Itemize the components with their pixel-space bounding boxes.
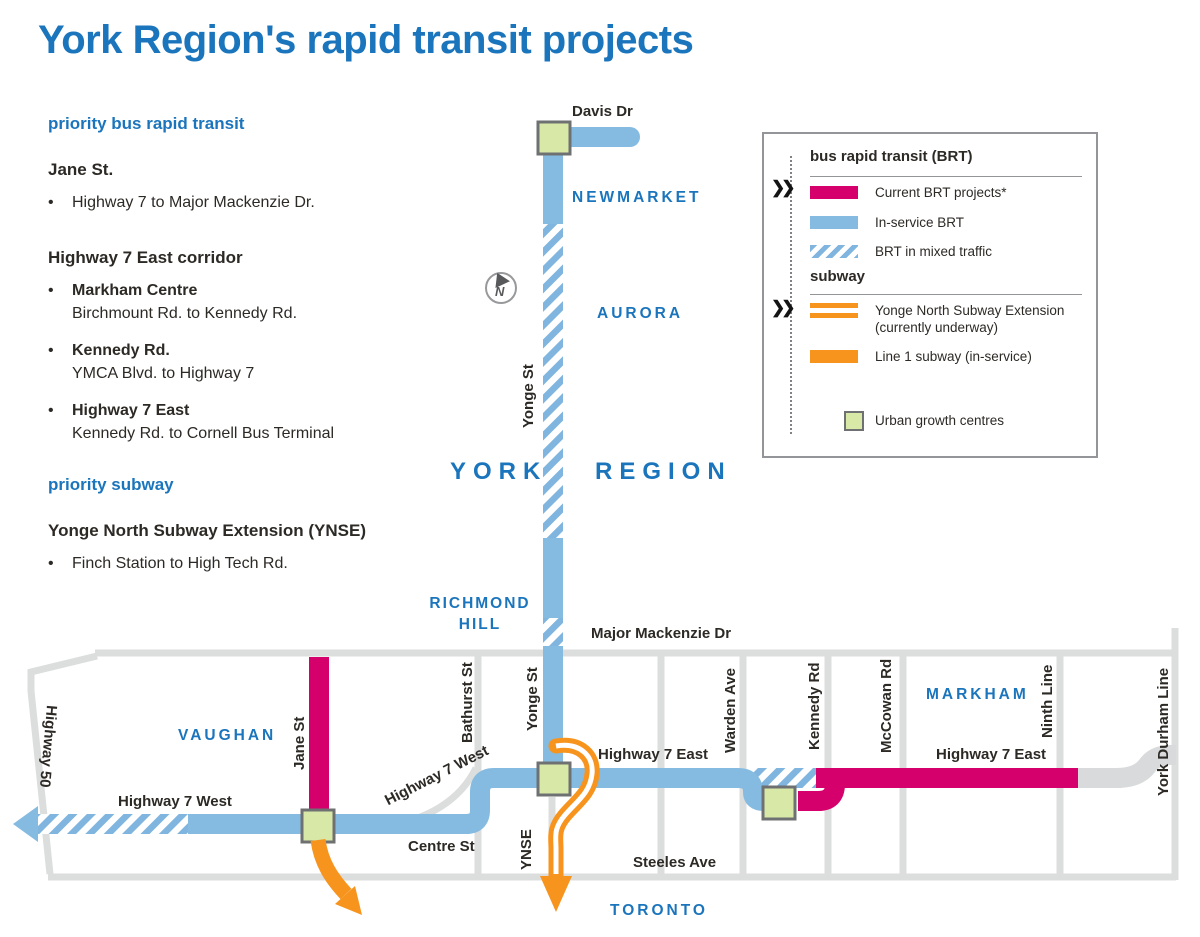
label-markham: MARKHAM: [926, 686, 1029, 703]
page-title: York Region's rapid transit projects: [38, 18, 694, 62]
label-york-durham-line: York Durham Line: [1155, 667, 1172, 796]
label-centre-st: Centre St: [408, 838, 475, 855]
ugc-newmarket: [536, 120, 572, 156]
ynse-bullet: • Finch Station to High Tech Rd.: [48, 555, 288, 572]
label-bathurst-st: Bathurst St: [459, 662, 476, 743]
yonge-mixed-segment-south: [543, 616, 563, 648]
label-ynse: YNSE: [518, 829, 535, 870]
heading-priority-brt: priority bus rapid transit: [48, 114, 245, 133]
label-yonge-st-lower: Yonge St: [524, 667, 541, 731]
legend-dotted-divider: [790, 156, 792, 434]
label-toronto: TORONTO: [610, 902, 708, 919]
label-steeles-ave: Steeles Ave: [633, 854, 717, 871]
ynse-heading: Yonge North Subway Extension (YNSE): [48, 521, 366, 540]
label-richmond-hill: RICHMOND HILL: [429, 595, 531, 633]
swatch-line1: [810, 350, 858, 363]
legend-item-line1: Line 1 subway (in-service): [875, 349, 1032, 364]
label-aurora: AURORA: [597, 305, 684, 322]
label-vaughan: VAUGHAN: [178, 727, 277, 744]
hwy7-west-mixed-segment: [36, 814, 190, 834]
hwy7e-item-kennedy: • Kennedy Rd. YMCA Blvd. to Highway 7: [48, 342, 255, 382]
hwy7-west-arrowhead: [13, 806, 38, 842]
label-warden-ave: Warden Ave: [722, 667, 739, 753]
hwy7-west-brt: [188, 768, 554, 834]
subway-chevron-icon: ❯❯: [771, 298, 795, 317]
jane-st-bullet: • Highway 7 to Major Mackenzie Dr.: [48, 194, 315, 211]
label-highway-7-west: Highway 7 West: [118, 793, 232, 810]
swatch-inservice-brt: [810, 216, 858, 229]
heading-priority-subway: priority subway: [48, 475, 174, 494]
brt-chevron-icon: ❯❯: [771, 178, 795, 197]
ugc-markham: [761, 785, 797, 821]
legend-item-mixed-traffic: BRT in mixed traffic: [875, 244, 993, 259]
label-highway-7-east-west: Highway 7 East: [598, 746, 709, 763]
label-ninth-line: Ninth Line: [1039, 664, 1056, 738]
swatch-mixed-traffic-brt: [810, 245, 858, 258]
ynse-subway-core: [553, 742, 595, 874]
info-panel: priority bus rapid transit Jane St. • Hi…: [48, 114, 448, 589]
brt-mixed-traffic-segments: [36, 222, 818, 834]
hwy7e-item-hwy7east: • Highway 7 East Kennedy Rd. to Cornell …: [48, 402, 335, 442]
label-yonge-st-upper: Yonge St: [520, 364, 537, 428]
legend-item-current-brt: Current BRT projects*: [875, 185, 1007, 200]
compass-n-label: N: [495, 284, 505, 299]
line1-arrowhead: [335, 886, 362, 915]
ugc-richmond-hill: [536, 761, 572, 797]
hwy7-east-current-connector: [798, 772, 845, 811]
legend-item-ynse: Yonge North Subway Extension (currently …: [875, 303, 1065, 335]
label-mccowan-rd: McCowan Rd: [878, 658, 895, 753]
ugc-vaughan: [300, 808, 336, 844]
swatch-ynse: [810, 303, 858, 318]
label-york-region: YORK REGION: [450, 458, 732, 485]
label-newmarket: NEWMARKET: [572, 189, 702, 206]
legend-item-inservice-brt: In-service BRT: [875, 215, 965, 230]
legend-subway-heading: subway: [810, 268, 866, 285]
compass-icon: [485, 272, 517, 304]
swatch-current-brt: [810, 186, 858, 199]
yonge-mixed-segment-north: [543, 222, 563, 540]
label-highway-7-east-east: Highway 7 East: [936, 746, 1047, 763]
road-network: [27, 628, 1179, 881]
label-davis-dr: Davis Dr: [572, 103, 633, 120]
label-kennedy-rd: Kennedy Rd: [806, 662, 823, 750]
road-highway50-boundary: [27, 652, 98, 875]
swatch-urban-growth: [844, 411, 864, 431]
legend-subway-rule: [810, 294, 1082, 295]
ynse-arrowhead: [540, 876, 572, 912]
legend-brt-heading: bus rapid transit (BRT): [810, 148, 973, 165]
jane-st-heading: Jane St.: [48, 160, 114, 179]
road-hwy7-east-continuation: [1076, 745, 1176, 788]
urban-growth-centres: [300, 120, 797, 844]
hwy7-east-brt: [554, 768, 770, 811]
brt-in-service-lines: [188, 127, 770, 834]
label-jane-st: Jane St: [291, 716, 308, 770]
hwy7e-item-markham-centre: • Markham Centre Birchmount Rd. to Kenne…: [48, 282, 298, 322]
hwy7-east-mixed-segment: [752, 768, 818, 788]
label-major-mackenzie-dr: Major Mackenzie Dr: [591, 625, 732, 642]
legend-brt-rule: [810, 176, 1082, 177]
line1-subway: [310, 838, 352, 900]
legend: ❯❯ bus rapid transit (BRT) Current BRT p…: [762, 132, 1098, 458]
hwy7-east-corridor-heading: Highway 7 East corridor: [48, 248, 243, 267]
subway-lines: [310, 737, 600, 915]
legend-item-urban-growth: Urban growth centres: [875, 413, 1005, 428]
brt-current-lines: [309, 657, 1078, 820]
